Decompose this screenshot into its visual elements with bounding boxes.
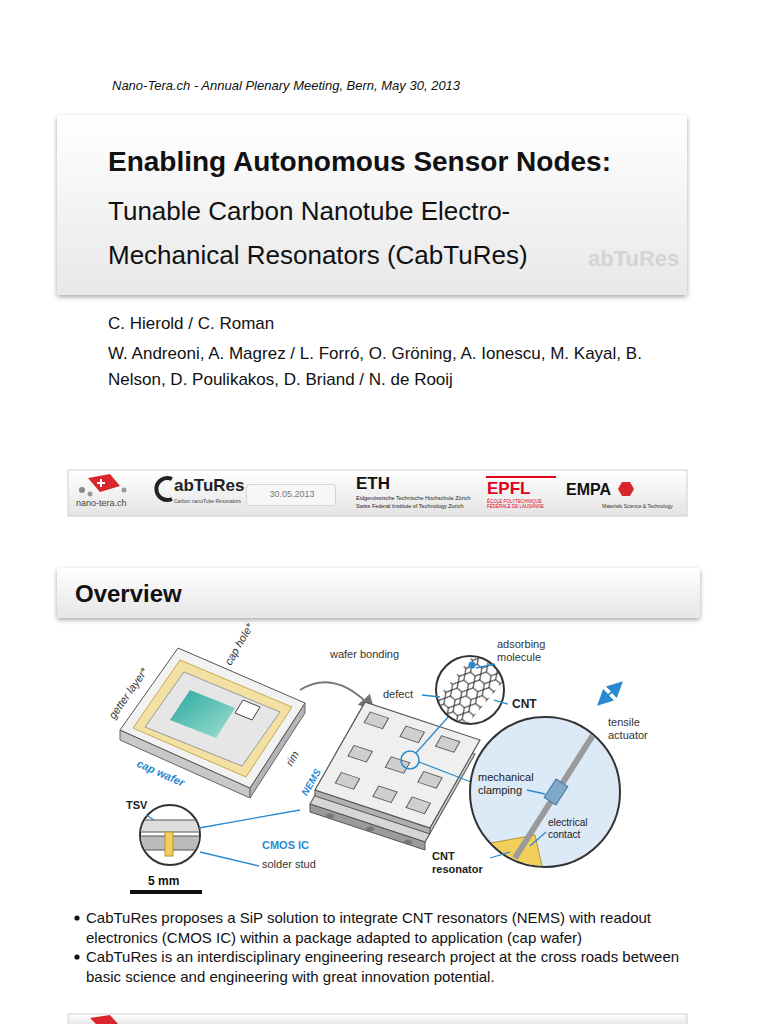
part-label: CNT resonator [432, 850, 490, 876]
author-line: C. Hierold / C. Roman [108, 314, 274, 334]
section-band: Overview [57, 568, 700, 618]
chip-component [385, 757, 409, 774]
title-heading: Enabling Autonomous Sensor Nodes: [108, 145, 611, 179]
part-label: rim [283, 749, 302, 769]
part-label: wafer bonding [330, 648, 399, 661]
scale-label: 5 mm [148, 874, 179, 888]
logo-subtext: Materials Science & Technology [602, 503, 673, 509]
chip-component [364, 712, 388, 729]
logo-subtext: Carbon nanoTube Resonators [174, 498, 241, 504]
logo-text: nano-tera.ch [76, 498, 127, 509]
title-subheading: Tunable Carbon Nanotube Electro-Mechanic… [108, 189, 588, 277]
logo-subtext: Swiss Federal Institute of Technology Zu… [356, 503, 464, 510]
part-label: CNT [512, 697, 537, 711]
part-label: adsorbing molecule [497, 638, 575, 664]
section-title: Overview [75, 580, 182, 609]
logo-subtext: Eidgenössische Technische Hochschule Zür… [356, 495, 471, 502]
logo-text: ETH [356, 474, 390, 494]
chip-component [373, 786, 397, 803]
chip-component [436, 736, 460, 753]
date-box: 30.05.2013 [246, 484, 336, 506]
chip-component [418, 772, 442, 789]
part-label: mechanical clamping [478, 771, 538, 797]
chip-component [348, 745, 372, 762]
logo-text: EMPA [566, 480, 611, 499]
chip-component [400, 726, 424, 743]
part-label: electrical contact [548, 817, 598, 841]
part-label: defect [383, 688, 413, 701]
chip-component [406, 797, 430, 814]
part-label: solder stud [262, 858, 316, 871]
bullet-text: CabTuRes proposes a SiP solution to inte… [86, 908, 696, 947]
date-text: 30.05.2013 [247, 489, 337, 500]
part-label: CMOS IC [262, 839, 309, 852]
logo-subtext: ÉCOLE POLYTECHNIQUE FÉDÉRALE DE LAUSANNE [487, 499, 559, 510]
logo-text: EPFL [487, 479, 530, 499]
chip-component [335, 773, 359, 790]
part-label: cap hole* [222, 621, 256, 667]
author-list: W. Andreoni, A. Magrez / L. Forró, O. Gr… [108, 341, 683, 392]
part-label: tensile actuator [608, 716, 660, 742]
watermark: abTuRes [588, 246, 679, 272]
part-label: TSV [126, 799, 147, 812]
meeting-header: Nano-Tera.ch - Annual Plenary Meeting, B… [112, 78, 460, 94]
bullet-text: CabTuRes is an interdisciplinary enginee… [86, 947, 696, 986]
logo-text: abTuRes [174, 476, 245, 496]
